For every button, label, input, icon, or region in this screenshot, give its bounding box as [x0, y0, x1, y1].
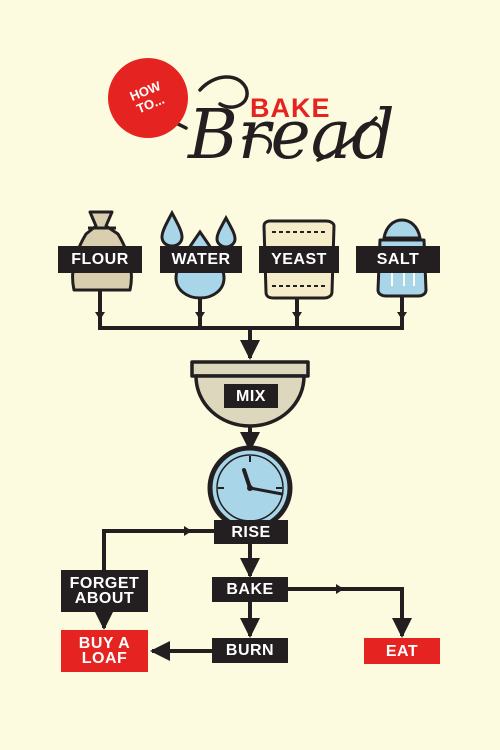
title-bread: Bread [188, 96, 395, 175]
step-burn: BURN [212, 638, 288, 663]
step-rise: RISE [214, 520, 288, 544]
ingredient-label-yeast: YEAST [259, 246, 339, 273]
step-mix: MIX [224, 384, 278, 408]
ingredient-connectors [98, 290, 404, 360]
ingredient-label-flour: FLOUR [58, 246, 142, 273]
step-forget-about: FORGET ABOUT [61, 570, 148, 612]
outcome-connectors [94, 529, 412, 661]
arrow-heads-outcomes [184, 526, 344, 594]
ingredient-label-water: WATER [160, 246, 242, 273]
how-to-badge [108, 58, 188, 138]
arrow-heads-ingredients [95, 312, 407, 320]
clock-icon [207, 445, 293, 531]
title-bake: BAKE [250, 93, 331, 123]
step-buy-a-loaf: BUY A LOAF [61, 630, 148, 672]
step-eat: EAT [364, 638, 440, 664]
ingredient-label-salt: SALT [356, 246, 440, 273]
step-bake: BAKE [212, 577, 288, 602]
